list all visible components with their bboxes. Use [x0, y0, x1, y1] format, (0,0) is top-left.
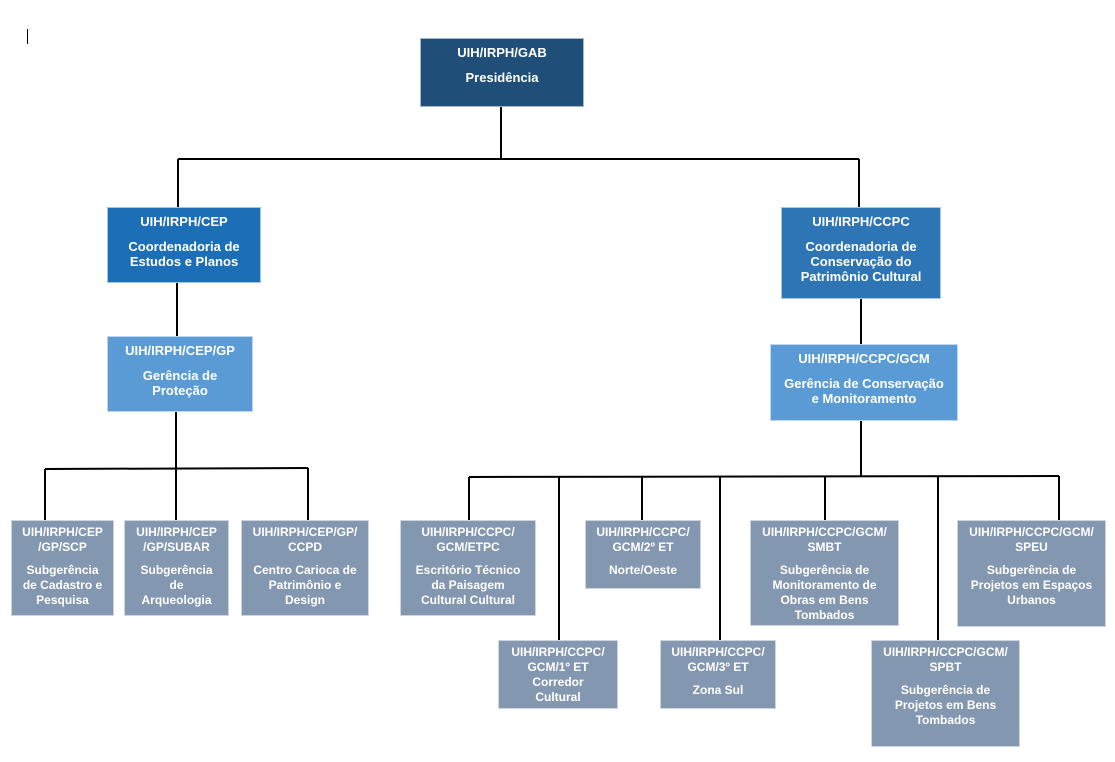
node-code: UIH/IRPH/GAB: [457, 45, 547, 60]
node-code: UIH/IRPH/CCPC/ GCM/1º ET: [511, 645, 605, 674]
node-code: UIH/IRPH/CCPC/ GCM/2º ET: [596, 525, 690, 554]
node-et3: UIH/IRPH/CCPC/ GCM/3º ET Zona Sul: [660, 640, 776, 709]
node-et1: UIH/IRPH/CCPC/ GCM/1º ET Corredor Cultur…: [498, 640, 618, 709]
node-code: UIH/IRPH/CCPC/ GCM/3º ET: [671, 645, 765, 674]
node-code: UIH/IRPH/CEP/GP: [125, 343, 235, 358]
node-subar: UIH/IRPH/CEP /GP/SUBAR Subgerência de Ar…: [124, 520, 229, 616]
node-name: Centro Carioca de Patrimônio e Design: [253, 563, 357, 607]
node-code: UIH/IRPH/CCPC/GCM/ SPBT: [883, 645, 1008, 674]
node-code: UIH/IRPH/CEP /GP/SUBAR: [136, 525, 217, 554]
node-gcm: UIH/IRPH/CCPC/GCM Gerência de Conservaçã…: [770, 344, 958, 421]
text-cursor: [27, 29, 28, 44]
node-name: Norte/Oeste: [608, 563, 678, 577]
node-name: Gerência de Proteção: [142, 368, 218, 398]
node-name: Subgerência de Projetos em Bens Tombados: [894, 683, 997, 727]
node-cep: UIH/IRPH/CEP Coordenadoria de Estudos e …: [107, 207, 261, 283]
node-name: Coordenadoria de Estudos e Planos: [128, 239, 240, 269]
node-etpc: UIH/IRPH/CCPC/ GCM/ETPC Escritório Técni…: [400, 520, 536, 616]
node-name: Zona Sul: [692, 683, 744, 697]
node-name: Gerência de Conservação e Monitoramento: [784, 376, 944, 406]
node-spbt: UIH/IRPH/CCPC/GCM/ SPBT Subgerência de P…: [871, 640, 1020, 747]
node-code: UIH/IRPH/CCPC/GCM: [798, 351, 930, 366]
node-scp: UIH/IRPH/CEP /GP/SCP Subgerência de Cada…: [11, 520, 114, 616]
node-speu: UIH/IRPH/CCPC/GCM/ SPEU Subgerência de P…: [957, 520, 1106, 627]
node-name: Subgerência de Monitoramento de Obras em…: [772, 563, 877, 622]
node-presidencia: UIH/IRPH/GAB Presidência: [420, 38, 584, 107]
node-code: UIH/IRPH/CCPC: [812, 214, 910, 229]
connector-line: [44, 467, 309, 470]
node-name: Subgerência de Cadastro e Pesquisa: [22, 563, 103, 607]
node-code: UIH/IRPH/CCPC/ GCM/ETPC: [421, 525, 515, 554]
node-smbt: UIH/IRPH/CCPC/GCM/ SMBT Subgerência de M…: [750, 520, 899, 626]
node-et2: UIH/IRPH/CCPC/ GCM/2º ET Norte/Oeste: [585, 520, 701, 589]
node-ccpd: UIH/IRPH/CEP/GP/ CCPD Centro Carioca de …: [241, 520, 369, 616]
connector-line: [468, 475, 1060, 478]
node-code: UIH/IRPH/CEP/GP/ CCPD: [252, 525, 358, 554]
node-name: Corredor Cultural: [532, 675, 584, 704]
node-name: Coordenadoria de Conservação do Patrimôn…: [800, 239, 922, 284]
node-code: UIH/IRPH/CCPC/GCM/ SMBT: [762, 525, 887, 554]
node-code: UIH/IRPH/CEP /GP/SCP: [22, 525, 103, 554]
node-ccpc: UIH/IRPH/CCPC Coordenadoria de Conservaç…: [781, 207, 941, 299]
node-code: UIH/IRPH/CCPC/GCM/ SPEU: [969, 525, 1094, 554]
node-name: Subgerência de Projetos em Espaços Urban…: [970, 563, 1093, 607]
node-code: UIH/IRPH/CEP: [140, 214, 228, 229]
node-gp: UIH/IRPH/CEP/GP Gerência de Proteção: [107, 336, 253, 412]
node-name: Escritório Técnico da Paisagem Cultural …: [415, 563, 521, 607]
node-name: Subgerência de Arqueologia: [140, 563, 213, 607]
node-name: Presidência: [465, 70, 539, 85]
